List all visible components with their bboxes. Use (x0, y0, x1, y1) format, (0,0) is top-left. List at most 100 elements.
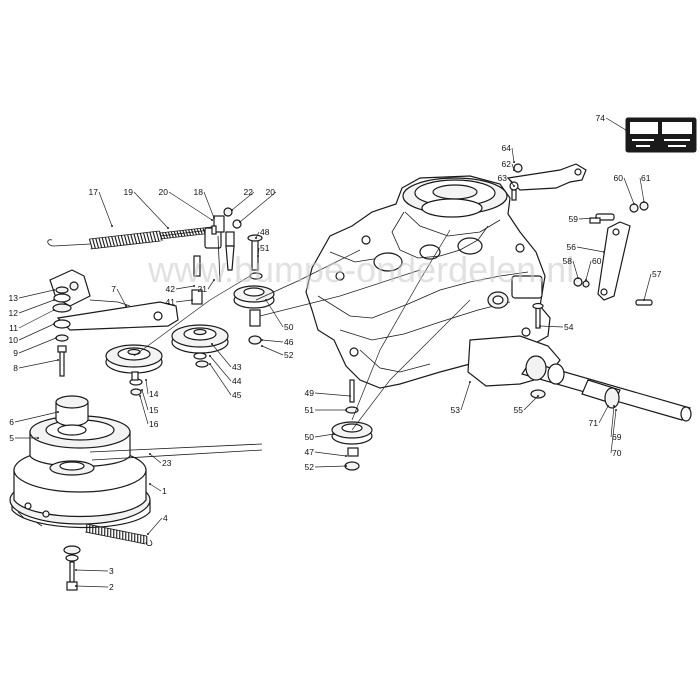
callout-label-7: 7 (111, 284, 116, 294)
callout-anchor-69 (613, 405, 615, 407)
callout-anchor-3 (75, 569, 77, 571)
bolts-right (530, 217, 601, 399)
callout-label-43: 43 (232, 362, 242, 372)
callout-leader-22 (231, 191, 255, 211)
callout-anchor-60 (633, 203, 635, 205)
watermark-text: www.bumpe-onderdelen.nl (147, 249, 574, 290)
callout-leader-55 (523, 395, 539, 411)
callout-label-70: 70 (612, 448, 622, 458)
callout-label-64: 64 (502, 143, 512, 153)
callout-label-1: 1 (162, 486, 167, 496)
callout-anchor-6 (57, 411, 59, 413)
idler-pulley-50-lower (331, 379, 373, 471)
idler-pulley-50-upper (191, 234, 275, 345)
callout-leader-43 (211, 343, 232, 368)
callout-anchor-59 (595, 217, 597, 219)
idler-bracket-hardware (204, 207, 242, 283)
callout-anchor-49 (349, 395, 351, 397)
callout-anchor-22 (231, 209, 233, 211)
callout-anchor-62 (513, 169, 515, 171)
callout-leader-74 (605, 117, 627, 131)
callout-anchor-46 (261, 339, 263, 341)
callout-label-58: 58 (563, 256, 573, 266)
callout-label-10: 10 (9, 335, 19, 345)
callout-leader-69 (610, 405, 615, 438)
callout-anchor-51 (257, 255, 259, 257)
callout-label-52: 52 (284, 350, 294, 360)
callout-leader-10 (18, 323, 55, 341)
callout-label-9: 9 (13, 348, 18, 358)
callout-leader-44 (209, 355, 232, 382)
callout-anchor-20 (239, 221, 241, 223)
callout-label-55: 55 (514, 405, 524, 415)
transaxle-housing (305, 175, 561, 389)
callout-leader-46 (261, 339, 284, 343)
callout-anchor-53 (469, 381, 471, 383)
callout-label-20: 20 (159, 187, 169, 197)
callout-label-41: 41 (166, 297, 176, 307)
callout-anchor-11 (53, 309, 55, 311)
callout-label-12: 12 (9, 308, 19, 318)
callout-leader-47 (314, 451, 347, 457)
callout-leader-57 (643, 273, 652, 301)
callout-label-71: 71 (589, 418, 599, 428)
callout-anchor-52 (345, 465, 347, 467)
callout-anchor-50 (333, 433, 335, 435)
callout-leader-4 (147, 517, 163, 535)
callout-label-57: 57 (652, 269, 662, 279)
callout-anchor-1 (149, 483, 151, 485)
callout-leader-60 (623, 177, 635, 205)
callout-anchor-18 (213, 217, 215, 219)
callout-label-49: 49 (305, 388, 315, 398)
callout-leader-12 (18, 299, 55, 314)
callout-anchor-41 (191, 299, 193, 301)
callout-label-19: 19 (124, 187, 134, 197)
callout-leader-21 (207, 279, 215, 290)
callout-label-18: 18 (194, 187, 204, 197)
callout-anchor-14 (145, 379, 147, 381)
callout-leader-60 (585, 260, 592, 281)
callout-label-60: 60 (592, 256, 602, 266)
callout-leader-8 (18, 359, 59, 369)
callout-anchor-54 (539, 325, 541, 327)
callout-label-47: 47 (305, 447, 315, 457)
callout-leader-41 (175, 299, 193, 303)
callout-anchor-47 (345, 455, 347, 457)
callout-anchor-23 (149, 453, 151, 455)
callout-label-59: 59 (569, 214, 579, 224)
callout-leader-61 (639, 177, 645, 203)
callout-anchor-56 (603, 251, 605, 253)
callout-leader-63 (507, 177, 515, 187)
callout-anchor-51 (345, 409, 347, 411)
callout-anchor-58 (577, 277, 579, 279)
callout-anchor-52 (261, 345, 263, 347)
callout-leader-58 (572, 260, 579, 279)
callout-anchor-44 (209, 355, 211, 357)
callout-label-44: 44 (232, 376, 242, 386)
callout-label-11: 11 (9, 323, 18, 333)
callout-leader-7 (116, 288, 127, 307)
callout-label-15: 15 (149, 405, 159, 415)
callout-leader-6 (14, 411, 59, 423)
callout-leader-71 (598, 405, 609, 424)
callout-leader-18 (203, 191, 215, 219)
callout-label-42: 42 (166, 284, 176, 294)
idler-pulley-small (105, 344, 163, 396)
callout-label-14: 14 (149, 389, 159, 399)
callout-label-2: 2 (109, 582, 114, 592)
callout-anchor-17 (111, 225, 113, 227)
callout-anchor-19 (167, 227, 169, 229)
callout-anchor-20 (211, 219, 213, 221)
callout-leader-16 (139, 395, 149, 425)
callout-anchor-8 (57, 359, 59, 361)
callout-label-17: 17 (89, 187, 99, 197)
callout-label-4: 4 (163, 513, 168, 523)
callout-label-3: 3 (109, 566, 114, 576)
callout-label-21: 21 (198, 284, 208, 294)
callout-anchor-45 (209, 363, 211, 365)
callout-leader-62 (511, 163, 515, 171)
callout-anchor-12 (53, 299, 55, 301)
callout-anchor-16 (139, 395, 141, 397)
shift-linkage (506, 163, 587, 201)
